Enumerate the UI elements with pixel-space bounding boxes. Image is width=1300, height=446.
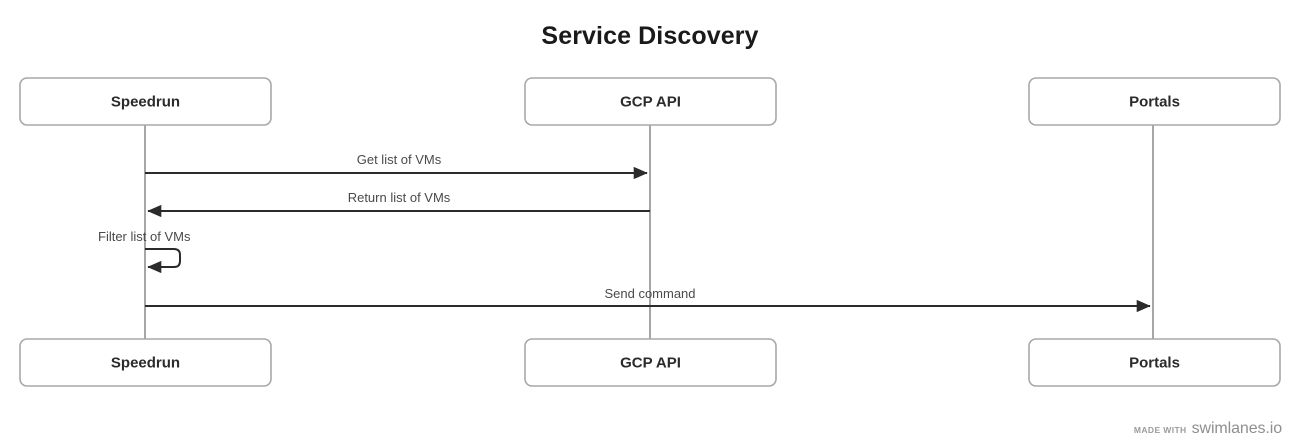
participant-box-rect [1028,77,1281,126]
participant-box-rect [1028,338,1281,387]
participant-label: Portals [1129,93,1180,110]
footer-participant-box[interactable]: Portals [1028,338,1281,387]
message-label: Send command [604,286,695,301]
participant-label: GCP API [620,93,681,110]
watermark-brand: swimlanes.io [1191,420,1282,437]
header-participant-box[interactable]: Portals [1028,77,1281,126]
message-label: Filter list of VMs [98,229,191,244]
watermark: Made with swimlanes.io [1134,420,1282,438]
lifelines-layer [144,125,1154,339]
participant-label: Portals [1129,354,1180,371]
message-get-list-of-vms[interactable]: Get list of VMs [145,152,648,180]
message-return-list-of-vms[interactable]: Return list of VMs [147,190,650,218]
participant-box-rect [524,77,777,126]
self-loop-path [145,248,181,274]
footer-participant-box[interactable]: GCP API [524,338,777,387]
participant-label: Speedrun [111,93,180,110]
participant-label: GCP API [620,354,681,371]
message-send-command[interactable]: Send command [145,286,1151,313]
header-participant-box[interactable]: GCP API [524,77,777,126]
page-title: Service Discovery [541,22,759,50]
header-participant-box[interactable]: Speedrun [19,77,272,126]
watermark-prefix: Made with [1133,425,1187,435]
participant-box-rect [524,338,777,387]
participant-box-rect [19,77,272,126]
message-filter-list-of-vms[interactable]: Filter list of VMs [98,229,191,274]
message-label: Get list of VMs [357,152,442,167]
participant-box-rect [19,338,272,387]
message-label: Return list of VMs [348,190,451,205]
participant-label: Speedrun [111,354,180,371]
footer-participant-box[interactable]: Speedrun [19,338,272,387]
